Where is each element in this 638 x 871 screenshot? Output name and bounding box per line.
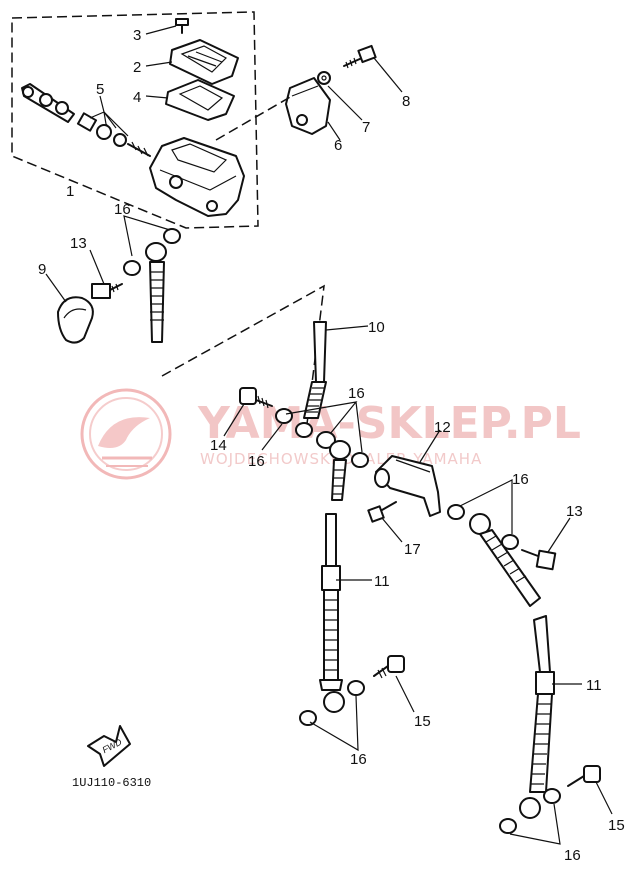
part-6-holder	[285, 77, 331, 135]
part-7-washer	[317, 71, 331, 85]
part-2-reservoir-cap	[169, 39, 239, 85]
label-13-left: 13	[70, 235, 87, 252]
label-10: 10	[368, 319, 385, 336]
label-15-left: 15	[414, 713, 431, 730]
part-16-washer	[299, 680, 365, 726]
label-16-mid-left: 16	[248, 453, 265, 470]
leader-lines	[45, 25, 613, 845]
part-13-union-bolt	[91, 283, 123, 299]
label-7: 7	[362, 119, 370, 136]
master-cylinder-assembly-box	[11, 11, 259, 229]
label-15-right: 15	[608, 817, 625, 834]
label-2: 2	[133, 59, 141, 76]
label-16-mid: 16	[348, 385, 365, 402]
part-11-brake-hose-left	[319, 440, 351, 713]
part-number-labels: 3 2 4 5 1 6 7 8 16 13 9 10 16 14 16 12 1…	[38, 27, 625, 864]
part-9-cover	[57, 296, 94, 344]
fwd-arrow-icon: FWD	[87, 725, 131, 767]
label-16-top: 16	[114, 201, 131, 218]
label-16-bottom-right: 16	[564, 847, 581, 864]
label-11-left: 11	[374, 573, 390, 590]
label-1: 1	[66, 183, 74, 200]
part-16-washer	[447, 504, 519, 550]
label-6: 6	[334, 137, 342, 154]
label-16-right: 16	[512, 471, 529, 488]
watermark-main-text: YAMA-SKLEP.PL	[197, 398, 581, 449]
part-16-washer	[499, 788, 561, 834]
part-10-brake-hose	[295, 321, 327, 438]
label-9: 9	[38, 261, 46, 278]
part-5-piston-kit	[21, 83, 151, 157]
part-14-union-bolt	[239, 387, 273, 409]
diagram-code: 1UJ110-6310	[72, 776, 151, 790]
label-13-right: 13	[566, 503, 583, 520]
part-16-washer	[123, 228, 181, 276]
part-11-brake-hose-right	[469, 513, 555, 819]
part-16-washer	[275, 408, 369, 468]
upper-hose-fitting	[145, 242, 167, 343]
label-12: 12	[434, 419, 451, 436]
part-3-screw	[175, 18, 189, 34]
label-3: 3	[133, 27, 141, 44]
label-8: 8	[402, 93, 410, 110]
part-15-union-bolt	[567, 765, 601, 787]
label-5: 5	[96, 81, 104, 98]
dealer-logo-icon	[80, 388, 172, 480]
part-15-union-bolt	[373, 655, 405, 679]
leader-hose-join	[161, 284, 325, 433]
part-1-master-cylinder-body	[149, 137, 245, 217]
label-14: 14	[210, 437, 227, 454]
label-11-right: 11	[586, 677, 602, 694]
label-17: 17	[404, 541, 421, 558]
part-8-bolt	[343, 44, 377, 69]
part-17-bolt	[367, 501, 397, 523]
part-13-union-bolt	[521, 549, 557, 571]
label-4: 4	[133, 89, 141, 106]
part-12-joint	[374, 455, 441, 517]
label-16-bottom-left: 16	[350, 751, 367, 768]
part-4-diaphragm	[165, 79, 235, 121]
